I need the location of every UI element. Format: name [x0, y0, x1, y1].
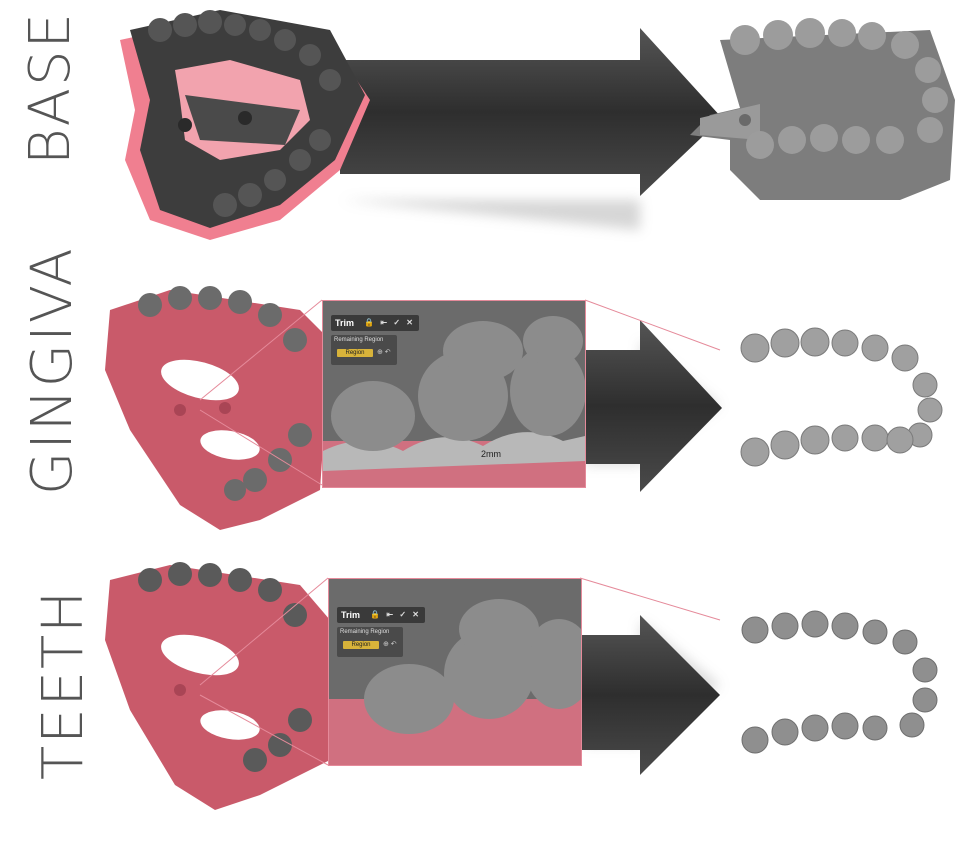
row-base: BASE	[0, 0, 960, 280]
arrow-base	[340, 28, 722, 196]
base-illustration	[120, 10, 955, 240]
toolbar-title: Trim	[335, 318, 355, 328]
remaining-region-panel: Remaining Region Region ⊕ ↶	[331, 335, 397, 365]
region-button[interactable]: Region	[337, 349, 373, 357]
toolbar-icons[interactable]: 🔒 ⇤ ✓ ✕	[364, 318, 415, 327]
remaining-region-label: Remaining Region	[340, 629, 390, 635]
gingiva-zoom-panel: Trim 🔒 ⇤ ✓ ✕ Remaining Region Region ⊕ ↶…	[322, 300, 586, 488]
trim-toolbar: Trim 🔒 ⇤ ✓ ✕	[331, 315, 419, 331]
row-teeth: TEETH	[0, 560, 960, 840]
measurement-label: 2mm	[481, 449, 501, 459]
teeth-zoom-panel: Trim 🔒 ⇤ ✓ ✕ Remaining Region Region ⊕ ↶	[328, 578, 582, 766]
gingiva-illustration	[105, 286, 943, 530]
zoomed-teeth	[323, 316, 585, 487]
teeth-illustration	[105, 562, 938, 810]
arrow-gingiva	[580, 320, 722, 492]
trim-toolbar: Trim 🔒 ⇤ ✓ ✕	[337, 607, 425, 623]
remaining-region-label: Remaining Region	[334, 337, 384, 343]
teeth-model	[105, 565, 330, 810]
region-extra-icons[interactable]: ⊕ ↶	[377, 349, 391, 356]
row-gingiva: GINGIVA	[0, 246, 960, 560]
toolbar-title: Trim	[341, 610, 361, 620]
remaining-region-panel: Remaining Region Region ⊕ ↶	[337, 627, 403, 657]
gingiva-model	[105, 290, 330, 530]
region-button[interactable]: Region	[343, 641, 379, 649]
arrow-teeth	[580, 615, 720, 775]
zoomed-teeth-only	[329, 599, 581, 765]
region-extra-icons[interactable]: ⊕ ↶	[383, 641, 397, 648]
toolbar-icons[interactable]: 🔒 ⇤ ✓ ✕	[370, 610, 421, 619]
